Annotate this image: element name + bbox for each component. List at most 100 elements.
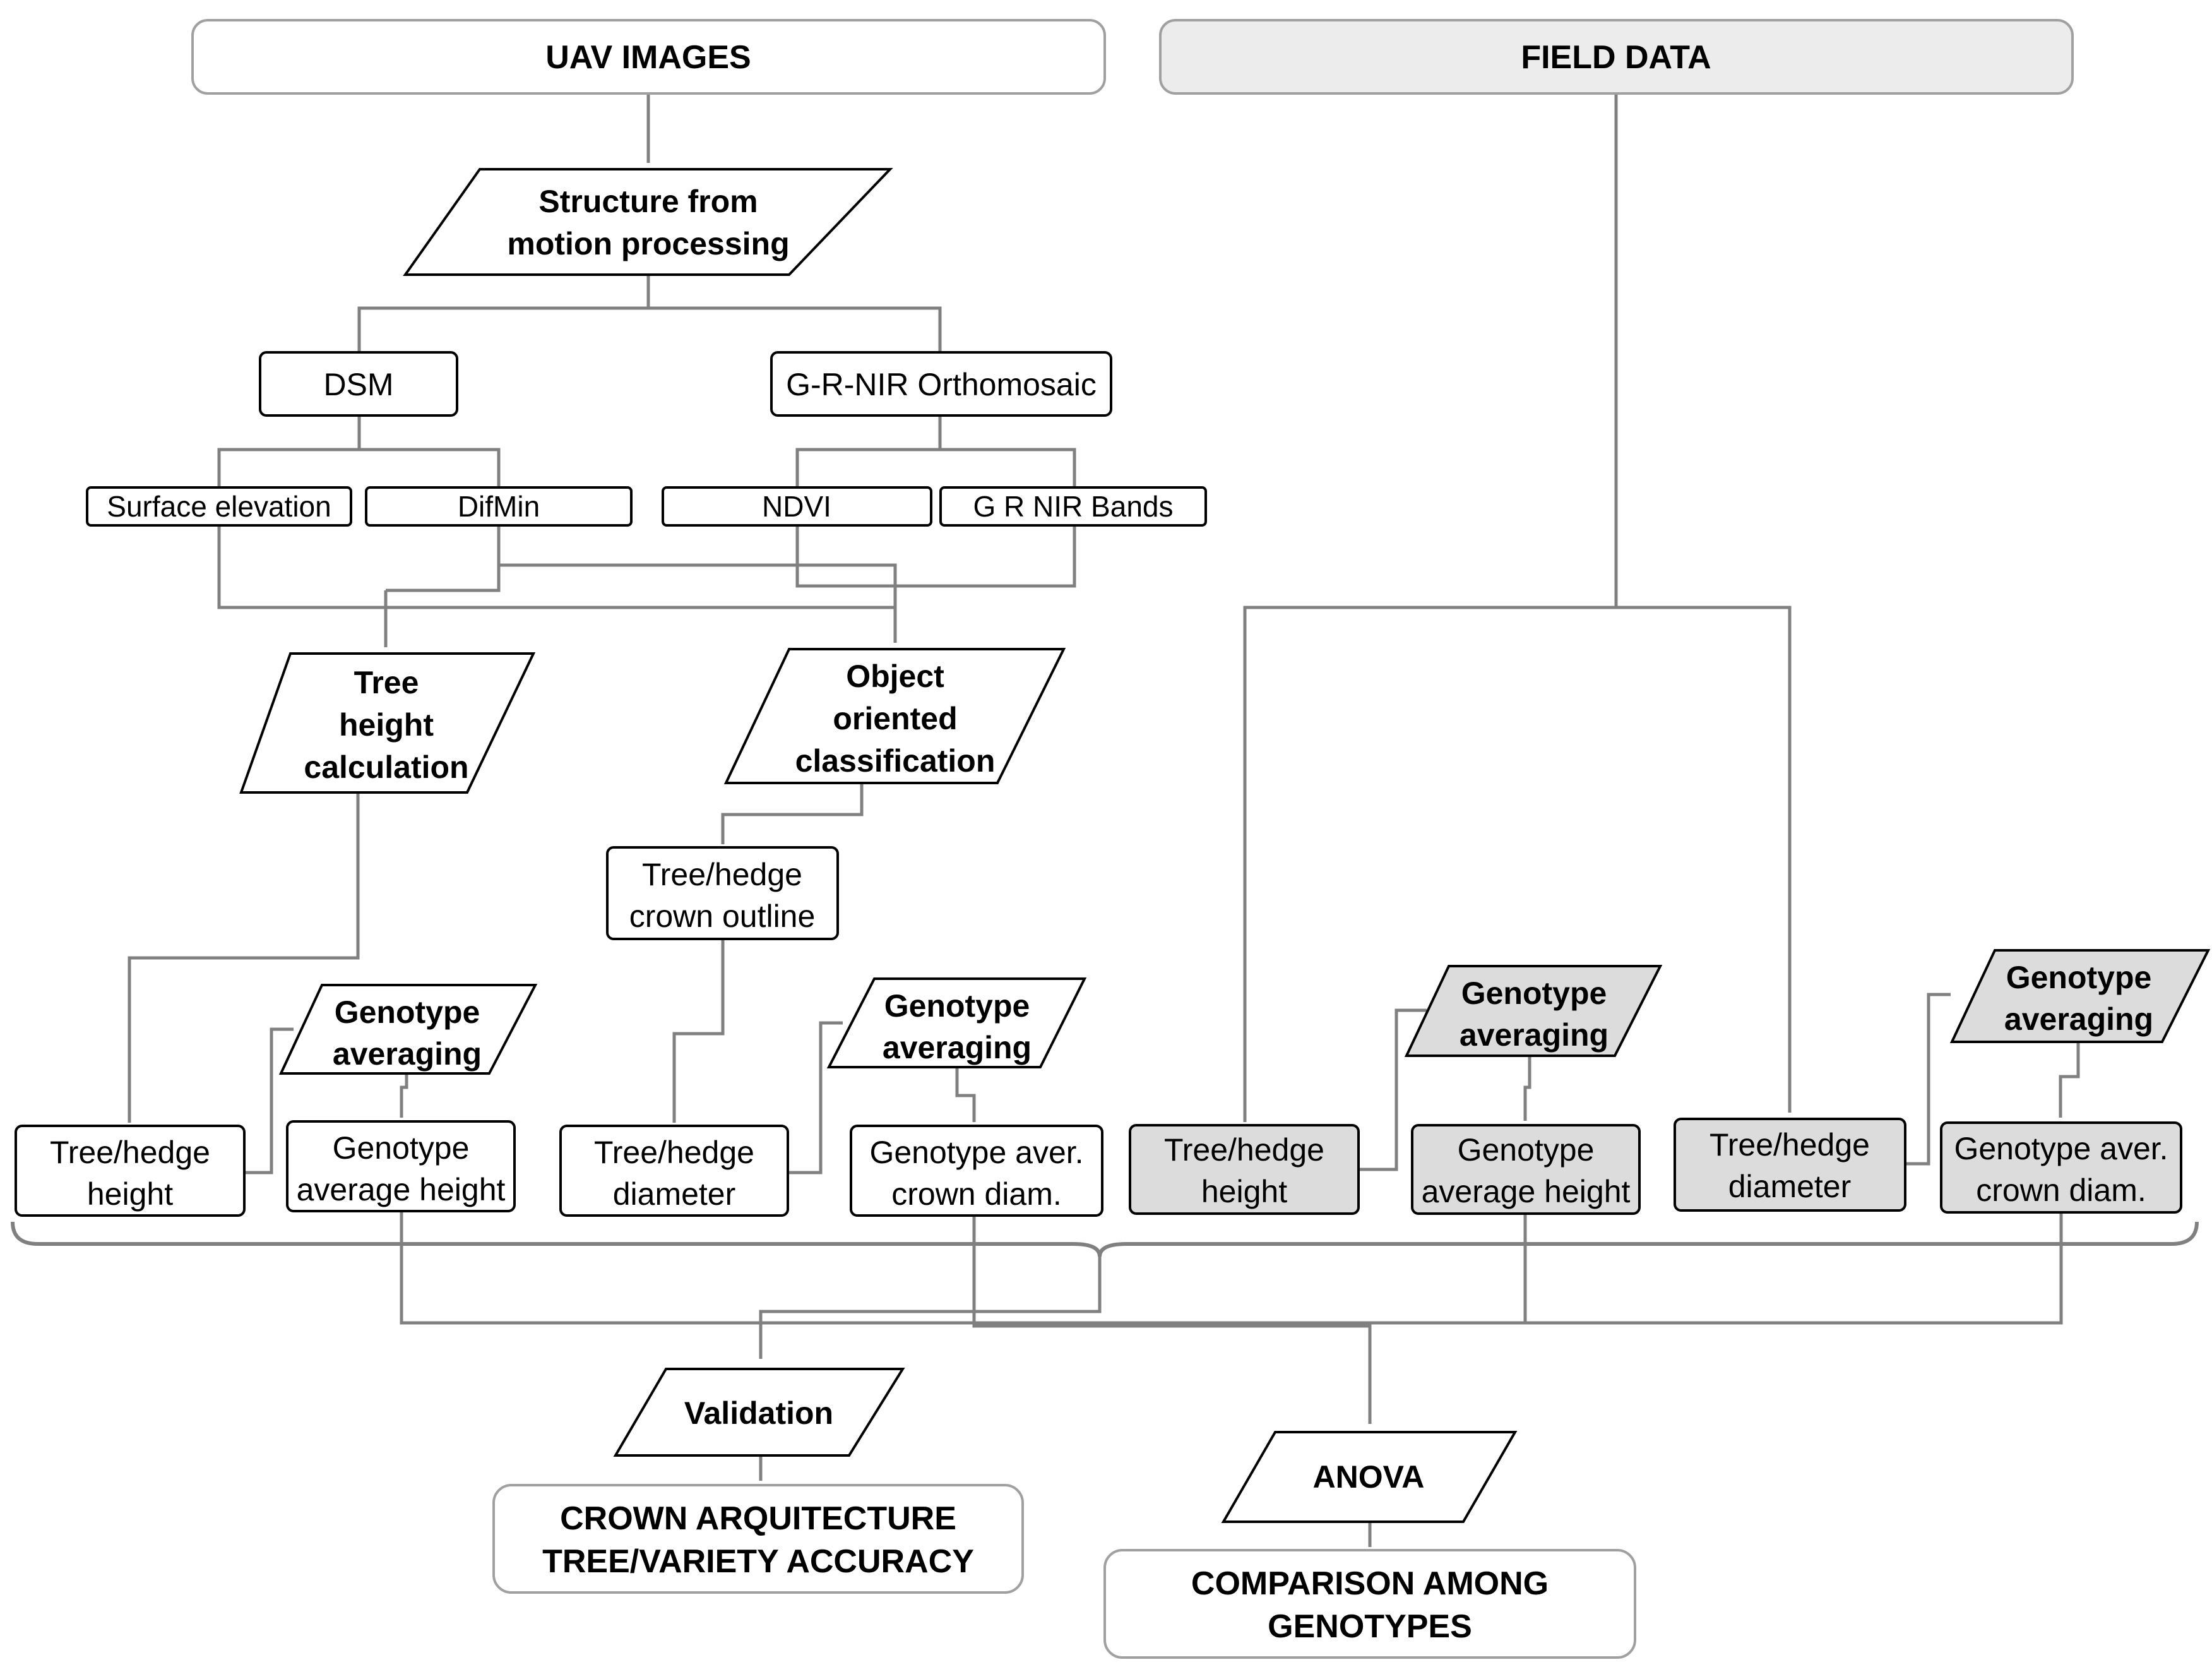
field-geno-crown-line1: Genotype aver. — [1954, 1131, 2168, 1166]
comparison-output-line2: GENOTYPES — [1268, 1608, 1472, 1645]
crown-output-line1: CROWN ARQUITECTURE — [560, 1500, 956, 1537]
header-uav: UAV IMAGES — [191, 19, 1106, 95]
box-field-height: Tree/hedge height — [1129, 1124, 1360, 1215]
box-crown-outline: Tree/hedge crown outline — [606, 846, 839, 940]
connectors — [128, 93, 2080, 1548]
sfm-line2: motion processing — [507, 226, 789, 261]
line-ortho-branch — [795, 448, 1076, 487]
avg2-line1: Genotype — [884, 988, 1030, 1024]
ndvi-text: NDVI — [762, 490, 831, 523]
obj-line1: Object — [846, 659, 944, 694]
uav-geno-crown-line2: crown diam. — [891, 1176, 1062, 1212]
field-height-line1: Tree/hedge — [1164, 1132, 1324, 1168]
arrow-avg1-to-geno-height — [400, 1073, 408, 1118]
obj-line3: classification — [795, 743, 996, 779]
field-geno-height-line1: Genotype — [1458, 1132, 1595, 1168]
uav-geno-height-line2: average height — [297, 1172, 506, 1207]
process-genotype-averaging-2: Genotype averaging — [826, 977, 1087, 1068]
uav-diameter-line2: diameter — [613, 1176, 736, 1212]
anova-text: ANOVA — [1313, 1459, 1425, 1495]
bands-text: G R NIR Bands — [973, 490, 1174, 523]
crown-outline-line1: Tree/hedge — [642, 857, 802, 892]
box-uav-height: Tree/hedge height — [15, 1125, 246, 1217]
box-field-diameter: Tree/hedge diameter — [1674, 1118, 1906, 1212]
avg3-line1: Genotype — [1461, 976, 1607, 1011]
process-tree-height-calc: Tree height calculation — [239, 652, 536, 794]
avg4-line1: Genotype — [2006, 960, 2152, 995]
grouping-brace — [11, 1221, 2199, 1257]
box-field-genotype-crown: Genotype aver. crown diam. — [1940, 1121, 2182, 1214]
arrow-to-uav-height — [128, 792, 360, 1123]
arrow-field-height-to-avg3 — [1359, 1008, 1427, 1171]
box-uav-genotype-crown: Genotype aver. crown diam. — [850, 1125, 1103, 1217]
obj-line2: oriented — [833, 701, 957, 736]
uav-height-line2: height — [87, 1176, 173, 1212]
process-genotype-averaging-4: Genotype averaging — [1949, 949, 2211, 1043]
avg1-line2: averaging — [333, 1036, 482, 1072]
process-object-classification: Object oriented classification — [723, 648, 1066, 784]
avg3-line2: averaging — [1460, 1017, 1608, 1053]
sfm-line1: Structure from — [538, 184, 758, 219]
ortho-text: G-R-NIR Orthomosaic — [786, 367, 1097, 402]
surface-text: Surface elevation — [107, 490, 331, 523]
uav-diameter-line1: Tree/hedge — [594, 1135, 754, 1170]
line-surface-merge — [217, 525, 895, 609]
avg4-line2: averaging — [2004, 1001, 2153, 1037]
uav-geno-crown-line1: Genotype aver. — [869, 1135, 1083, 1170]
line-collect-height — [400, 1212, 2063, 1325]
process-genotype-averaging-1: Genotype averaging — [278, 984, 538, 1075]
arrow-to-uav-diameter — [672, 939, 725, 1123]
comparison-output-line1: COMPARISON AMONG — [1191, 1565, 1549, 1602]
arrow-avg2-to-geno-crown — [955, 1067, 976, 1123]
box-difmin: DifMin — [365, 486, 633, 527]
arrow-avg4-to-field-geno-crown — [2059, 1042, 2080, 1118]
dsm-text: DSM — [323, 367, 393, 402]
process-anova: ANOVA — [1221, 1431, 1518, 1523]
arrow-height-to-avg1 — [245, 1027, 294, 1174]
crown-outline-line2: crown outline — [629, 899, 816, 934]
header-field: FIELD DATA — [1159, 19, 2074, 95]
arrow-field-diameter-to-avg4 — [1905, 993, 1951, 1166]
arrow-to-validation — [759, 1253, 1102, 1359]
avg2-line2: averaging — [883, 1030, 1032, 1065]
header-uav-text: UAV IMAGES — [545, 39, 751, 76]
box-ndvi: NDVI — [662, 486, 932, 527]
field-height-line2: height — [1201, 1174, 1287, 1209]
line-sfm-branch — [357, 306, 942, 354]
line-dsm-branch — [217, 448, 501, 487]
avg1-line1: Genotype — [335, 995, 480, 1030]
output-crown-architecture: CROWN ARQUITECTURE TREE/VARIETY ACCURACY — [492, 1484, 1024, 1594]
thc-line2: height — [339, 707, 434, 743]
line-difmin-merge-right — [499, 563, 897, 607]
difmin-text: DifMin — [458, 490, 540, 523]
field-diameter-line1: Tree/hedge — [1710, 1127, 1870, 1162]
arrow-avg3-to-field-geno-height — [1523, 1051, 1531, 1121]
process-sfm: Structure from motion processing — [403, 168, 893, 276]
output-comparison: COMPARISON AMONG GENOTYPES — [1103, 1549, 1636, 1659]
line-difmin-merge-left — [386, 525, 501, 592]
box-dsm: DSM — [259, 351, 458, 417]
thc-line3: calculation — [304, 750, 468, 785]
field-geno-height-line2: average height — [1422, 1174, 1631, 1209]
line-ndvi-bands-merge — [795, 525, 1076, 588]
line-field-branch — [1243, 606, 1792, 1122]
uav-height-line1: Tree/hedge — [50, 1135, 210, 1170]
uav-geno-height-line1: Genotype — [333, 1130, 470, 1166]
process-genotype-averaging-3: Genotype averaging — [1404, 965, 1663, 1057]
box-uav-diameter: Tree/hedge diameter — [559, 1125, 789, 1217]
crown-output-line2: TREE/VARIETY ACCURACY — [542, 1543, 974, 1580]
validation-text: Validation — [684, 1395, 833, 1431]
box-orthomosaic: G-R-NIR Orthomosaic — [770, 351, 1112, 417]
field-geno-crown-line2: crown diam. — [1976, 1173, 2146, 1208]
line-collect-crown — [972, 1216, 1370, 1328]
header-field-text: FIELD DATA — [1521, 39, 1711, 76]
arrow-diameter-to-avg2 — [783, 1021, 843, 1174]
process-validation: Validation — [613, 1368, 905, 1457]
box-surface-elevation: Surface elevation — [86, 486, 352, 527]
box-grnir-bands: G R NIR Bands — [939, 486, 1207, 527]
box-field-genotype-height: Genotype average height — [1411, 1124, 1641, 1215]
field-diameter-line2: diameter — [1728, 1169, 1852, 1204]
box-uav-genotype-height: Genotype average height — [286, 1120, 516, 1212]
